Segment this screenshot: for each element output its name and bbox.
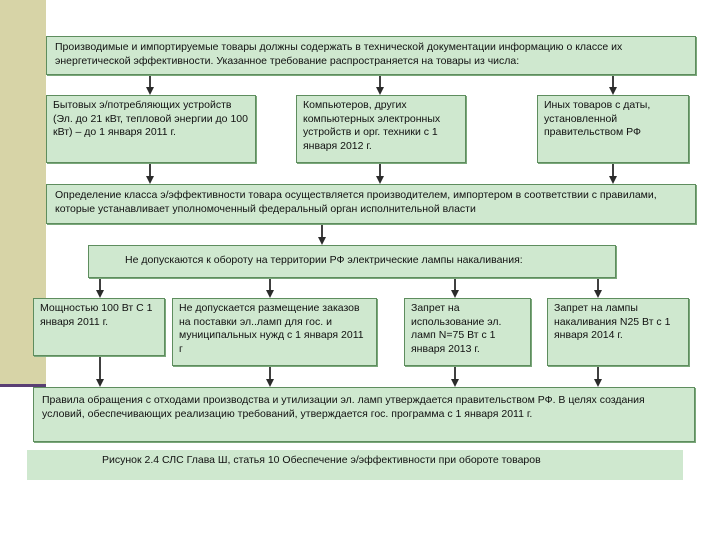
lamps-ban-box: Не допускаются к обороту на территории Р…: [88, 245, 616, 278]
lamp-rule-box-75w: Запрет на использование эл. ламп N=75 Вт…: [404, 298, 531, 366]
waste-rules-text: Правила обращения с отходами производств…: [42, 394, 645, 420]
lamp-rule-text: Запрет на использование эл. ламп N=75 Вт…: [411, 302, 502, 355]
top-requirement-box: Производимые и импортируемые товары долж…: [46, 36, 696, 75]
lamp-rule-text: Не допускается размещение заказов на пос…: [179, 302, 364, 355]
category-box-household: Бытовых э/потребляющих устройств (Эл. до…: [46, 95, 256, 163]
category-box-computers: Компьютеров, других компьютерных электро…: [296, 95, 466, 163]
class-definition-text: Определение класса э/эффективности товар…: [55, 189, 657, 215]
waste-rules-box: Правила обращения с отходами производств…: [33, 387, 695, 442]
category-box-other-goods: Иных товаров с даты, установленной прави…: [537, 95, 689, 163]
top-requirement-text: Производимые и импортируемые товары долж…: [55, 41, 623, 67]
category-text: Компьютеров, других компьютерных электро…: [303, 99, 441, 152]
category-text: Бытовых э/потребляющих устройств (Эл. до…: [53, 99, 248, 138]
lamp-rule-text: Запрет на лампы накаливания N25 Вт с 1 я…: [554, 302, 671, 341]
lamp-rule-box-100w: Мощностью 100 Вт С 1 января 2011 г.: [33, 298, 165, 356]
lamp-rule-text: Мощностью 100 Вт С 1 января 2011 г.: [40, 302, 153, 328]
category-text: Иных товаров с даты, установленной прави…: [544, 99, 651, 138]
lamp-rule-box-25w: Запрет на лампы накаливания N25 Вт с 1 я…: [547, 298, 689, 366]
lamps-ban-text: Не допускаются к обороту на территории Р…: [125, 254, 523, 266]
figure-caption-text: Рисунок 2.4 СЛС Глава Ш, статья 10 Обесп…: [102, 454, 541, 466]
lamp-rule-box-procurement: Не допускается размещение заказов на пос…: [172, 298, 377, 366]
class-definition-box: Определение класса э/эффективности товар…: [46, 184, 696, 224]
side-line: [0, 384, 46, 387]
figure-caption: Рисунок 2.4 СЛС Глава Ш, статья 10 Обесп…: [27, 450, 683, 480]
